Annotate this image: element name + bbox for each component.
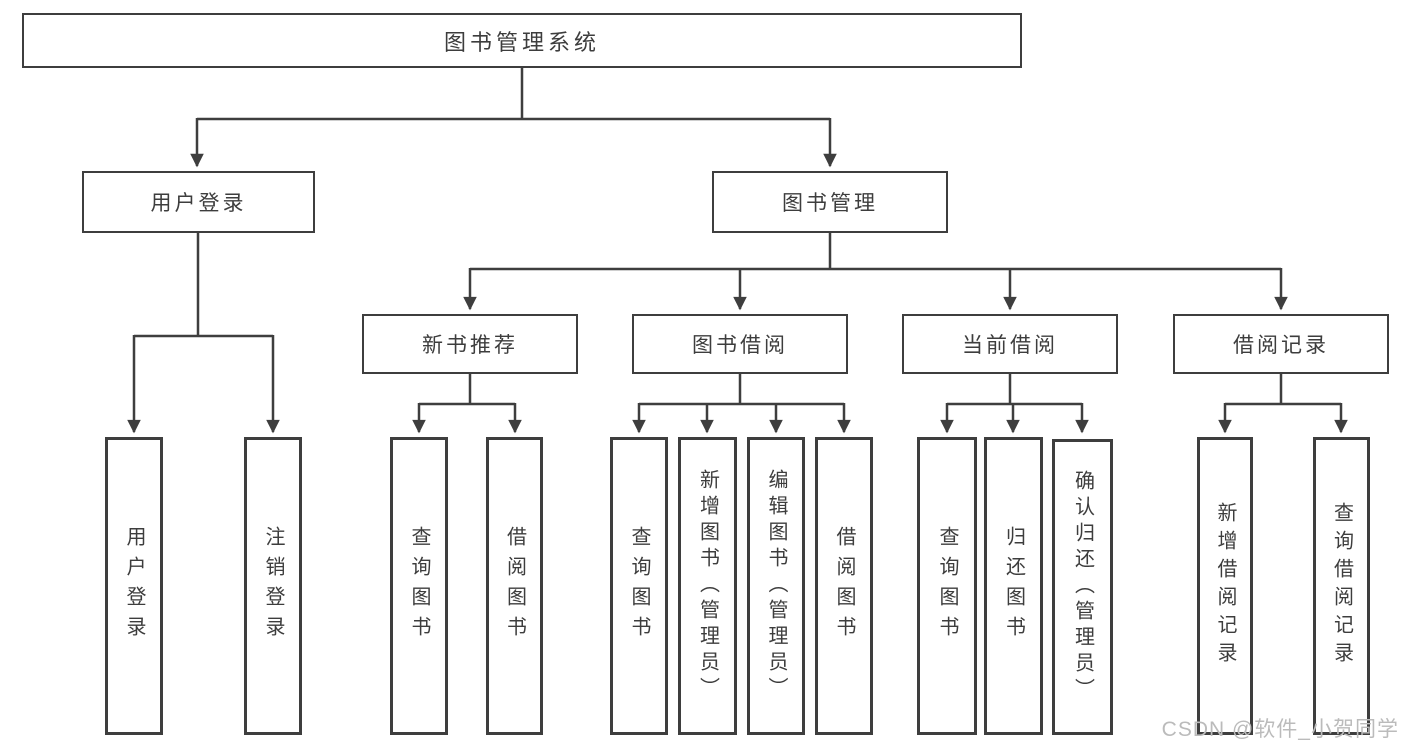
node-label: 新书推荐 [422, 334, 518, 357]
leaf-borrow-books-1: 借阅图书 [486, 437, 543, 735]
node-label: 图书管理系统 [443, 29, 600, 55]
leaf-query-borrow-record: 查询借阅记录 [1313, 437, 1370, 735]
node-label: 借阅图书 [503, 526, 526, 646]
leaf-edit-books-admin: 编辑图书（管理员） [747, 437, 805, 735]
node-label: 用户登录 [123, 526, 145, 646]
leaf-add-books-admin: 新增图书（管理员） [678, 437, 737, 735]
leaf-user-login: 用户登录 [105, 437, 163, 735]
node-label: 归还图书 [1002, 526, 1025, 646]
node-label: 查询借阅记录 [1330, 502, 1353, 670]
node-borrow-records: 借阅记录 [1173, 314, 1389, 374]
node-label: 注销登录 [262, 526, 284, 646]
node-label: 借阅图书 [833, 526, 855, 646]
node-label: 查询图书 [628, 526, 650, 646]
leaf-query-books-1: 查询图书 [390, 437, 448, 735]
leaf-confirm-return-admin: 确认归还（管理员） [1052, 439, 1113, 735]
node-label: 新增借阅记录 [1214, 502, 1236, 670]
node-label: 图书管理 [782, 192, 878, 215]
node-label: 确认归还（管理员） [1071, 470, 1094, 704]
node-label: 用户登录 [150, 192, 247, 215]
node-library-management-system: 图书管理系统 [22, 13, 1022, 68]
csdn-watermark: CSDN @软件_小贺同学 [1161, 718, 1399, 741]
leaf-logout: 注销登录 [244, 437, 302, 735]
node-label: 借阅记录 [1233, 334, 1329, 357]
node-label: 当前借阅 [962, 334, 1058, 357]
leaf-return-books: 归还图书 [984, 437, 1043, 735]
leaf-query-books-3: 查询图书 [917, 437, 977, 735]
node-label: 新增图书（管理员） [696, 469, 719, 703]
node-label: 查询图书 [408, 526, 430, 646]
node-new-book-recommend: 新书推荐 [362, 314, 578, 374]
node-label: 图书借阅 [692, 334, 788, 357]
node-book-management: 图书管理 [712, 171, 948, 233]
node-user-login: 用户登录 [82, 171, 315, 233]
node-label: 查询图书 [936, 526, 958, 646]
node-current-borrow: 当前借阅 [902, 314, 1118, 374]
leaf-add-borrow-record: 新增借阅记录 [1197, 437, 1253, 735]
node-label: 编辑图书（管理员） [765, 469, 787, 703]
node-book-borrow: 图书借阅 [632, 314, 848, 374]
leaf-query-books-2: 查询图书 [610, 437, 668, 735]
leaf-borrow-books-2: 借阅图书 [815, 437, 873, 735]
